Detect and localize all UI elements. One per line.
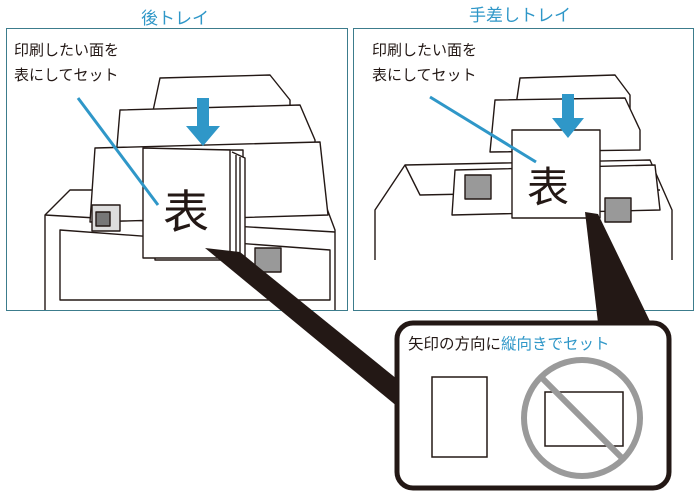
insert-arrow-right — [552, 94, 584, 138]
rear-tray-caption: 印刷したい面を 表にしてセット — [14, 38, 120, 88]
single-sheet — [511, 129, 601, 219]
rear-tray-title: 後トレイ — [141, 9, 209, 29]
paper-front-mark-right: 表 — [527, 163, 570, 212]
manual-feed-caption-line2: 表にしてセット — [372, 66, 477, 84]
paper-stack — [142, 147, 246, 263]
rear-tray-caption-line2: 表にしてセット — [14, 66, 119, 84]
manual-feed-printer — [374, 74, 673, 260]
insert-arrow-left — [186, 98, 220, 146]
callout-text-prefix: 矢印の方向に — [408, 335, 502, 353]
caption-leader-left — [76, 97, 160, 206]
rear-tray-caption-line1: 印刷したい面を — [14, 41, 120, 59]
callout-instruction: 矢印の方向に縦向きでセット — [408, 332, 610, 354]
manual-feed-caption: 印刷したい面を 表にしてセット — [372, 38, 478, 88]
caption-leader-right — [429, 95, 537, 164]
callout-pointer-right — [585, 212, 660, 342]
manual-feed-caption-line1: 印刷したい面を — [372, 41, 478, 59]
prohibited-icon — [521, 357, 643, 479]
callout-text-highlight: 縦向きでセット — [501, 335, 610, 353]
manual-feed-tray-title: 手差しトレイ — [469, 6, 571, 26]
paper-front-mark-left: 表 — [163, 185, 209, 239]
portrait-paper-ok — [431, 376, 488, 458]
